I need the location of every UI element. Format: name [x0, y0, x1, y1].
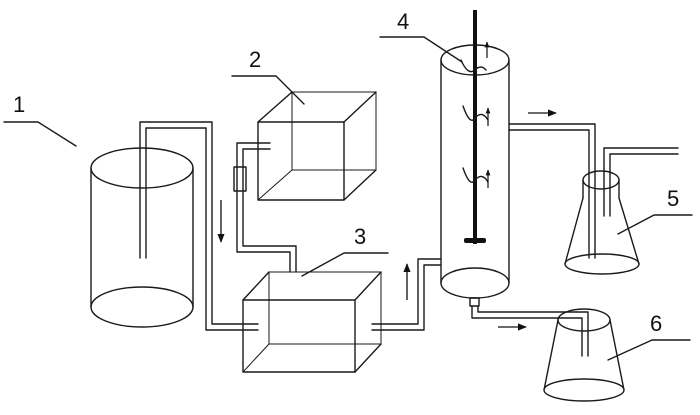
label-4: 4 [397, 9, 409, 34]
bottom-valve [469, 297, 480, 307]
flask-6 [543, 308, 625, 402]
pipe-box2-to-box3 [233, 142, 297, 273]
flow-arrows [217, 109, 557, 331]
pipe-column-to-flask5 [508, 123, 596, 259]
callout-labels: 1 2 3 4 5 6 [13, 9, 679, 336]
label-2: 2 [249, 47, 261, 72]
leader-lines [3, 36, 693, 361]
pipe-column-to-flask6 [471, 305, 589, 357]
pipe-box3-to-column [371, 258, 442, 331]
pipe-flask5-vent [603, 147, 679, 217]
flask-5 [564, 170, 640, 275]
pipe-tank1-to-box3 [139, 121, 259, 331]
stirrer-shaft [464, 10, 490, 244]
cube-tank-3 [242, 271, 382, 373]
vortex-markers [460, 59, 491, 188]
label-5: 5 [667, 186, 679, 211]
cube-tank-2 [257, 91, 377, 201]
label-1: 1 [13, 92, 25, 117]
label-3: 3 [354, 224, 366, 249]
label-6: 6 [650, 311, 662, 336]
cylinder-tank-1 [90, 147, 194, 328]
